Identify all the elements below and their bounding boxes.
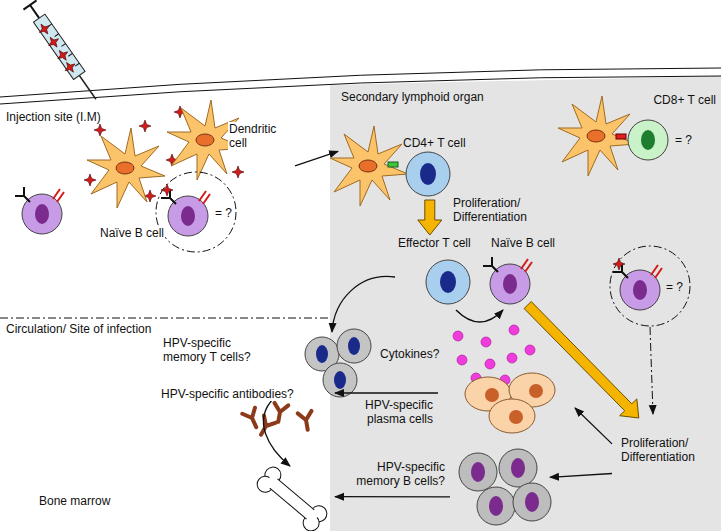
arrow <box>550 474 612 478</box>
region-label: Secondary lymphoid organ <box>340 90 485 104</box>
cell-group: Naïve B cell <box>15 185 190 250</box>
dash-dot-arrow <box>650 327 653 414</box>
cell-group: Effector T cell <box>395 235 482 305</box>
cytokine-arrow <box>456 310 503 322</box>
cell-group: HPV-specific plasma cells <box>438 372 575 432</box>
cell-label: CD4+ T cell <box>402 136 467 150</box>
antigen <box>161 184 173 196</box>
bone <box>254 464 330 531</box>
arrow <box>575 408 612 444</box>
antigen <box>613 258 625 270</box>
arrow <box>335 496 450 497</box>
skin-line <box>0 76 721 104</box>
antibodies <box>242 403 314 438</box>
cell-group: HPV-specific memory B cells? <box>450 450 550 528</box>
effector-t-cell <box>426 260 470 304</box>
dendritic-cell <box>330 126 408 206</box>
b-cell <box>483 257 532 304</box>
cd4-t-cell <box>406 152 450 196</box>
dendritic-cell <box>558 96 636 176</box>
cell-label: Effector T cell <box>397 236 472 250</box>
cell-group: Dendritic cell <box>88 110 295 200</box>
unknown-mark: = ? <box>214 206 233 220</box>
lymphoid-region <box>330 76 721 531</box>
b-cell <box>161 189 210 236</box>
cell-label: HPV-specific memory T cells? <box>162 336 260 364</box>
arrow <box>263 398 290 466</box>
cell-label: HPV-specific plasma cells <box>340 398 434 426</box>
dashed-circle <box>610 246 690 326</box>
b-cell <box>15 187 64 234</box>
unknown-mark: = ? <box>674 133 693 147</box>
b-cell <box>613 263 662 310</box>
cell-label: Naïve B cell <box>99 226 165 240</box>
process-label: Proliferation/ Differentiation <box>620 436 718 464</box>
mhc-contact <box>388 162 398 167</box>
cell-label: CD8+ T cell <box>652 93 717 107</box>
region-label: Injection site (I.M) <box>5 110 102 124</box>
organ-label: Bone marrow <box>38 494 111 508</box>
cell-group: Proliferation/ Differentiation <box>612 418 719 492</box>
unknown-mark: = ? <box>665 280 684 294</box>
cell-label: HPV-specific memory B cells? <box>340 460 446 488</box>
arrow <box>332 276 395 332</box>
memory-t-cells <box>305 329 371 397</box>
cell-label: Naïve B cell <box>490 236 556 250</box>
arrow <box>295 151 338 165</box>
region-divider <box>0 318 330 319</box>
plasma-cells <box>465 373 555 433</box>
memory-b-cells <box>459 449 551 525</box>
dendritic-cell <box>87 128 165 208</box>
edge-label: Proliferation/ Differentiation <box>452 196 546 224</box>
cell-group: Bone marrow <box>35 466 335 530</box>
cell-group: CD8+ T cell <box>570 90 721 170</box>
cell-group: CD4+ T cell <box>338 124 475 200</box>
block-arrow <box>524 302 639 419</box>
cell-label: HPV-specific antibodies? <box>160 387 295 401</box>
cell-group: HPV-specific antibodies? <box>158 385 335 432</box>
cd8-t-cell <box>628 120 668 160</box>
cell-group: Naïve B cell <box>482 235 565 305</box>
dashed-circle <box>156 172 236 252</box>
mhc-contact <box>616 134 626 139</box>
cell-label: Cytokines? <box>379 347 440 361</box>
arrow <box>335 392 438 393</box>
block-arrow <box>418 200 442 235</box>
region-label: Circulation/ Site of infection <box>5 322 152 336</box>
cell-group: Cytokines? <box>378 344 450 364</box>
syringe <box>23 0 103 104</box>
cell-label: Dendritic cell <box>228 122 292 150</box>
